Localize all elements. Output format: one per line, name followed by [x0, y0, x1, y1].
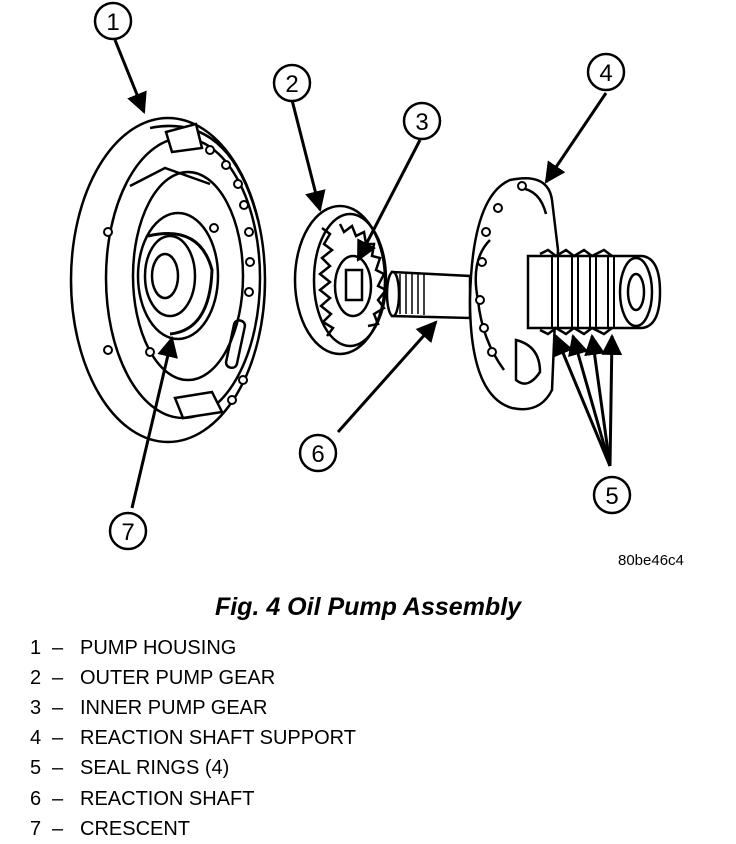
reaction-shaft-support [468, 177, 662, 411]
legend-number: 5 [30, 757, 42, 780]
legend-number: 4 [30, 727, 42, 750]
legend-item: 5–SEAL RINGS (4) [30, 754, 356, 784]
legend-number: 1 [30, 636, 42, 659]
svg-text:2: 2 [285, 71, 298, 98]
legend-label: CRESCENT [80, 817, 191, 840]
legend-label: PUMP HOUSING [80, 636, 237, 659]
legend-separator: – [52, 757, 64, 780]
svg-text:7: 7 [121, 519, 134, 546]
legend-separator: – [52, 636, 64, 659]
callout-1: 1 [93, 1, 133, 41]
legend-label: SEAL RINGS (4) [80, 757, 230, 780]
svg-text:3: 3 [415, 109, 428, 136]
callout-6: 6 [298, 433, 338, 473]
callout-2: 2 [272, 63, 312, 103]
callout-4: 4 [586, 52, 626, 92]
legend-item: 7–CRESCENT [30, 814, 356, 844]
oil-pump-exploded-diagram: 1 2 3 4 5 6 7 [69, 1, 662, 551]
legend-number: 3 [30, 696, 42, 719]
legend-number: 6 [30, 787, 42, 810]
legend-separator: – [52, 787, 64, 810]
legend-separator: – [52, 727, 64, 750]
legend-item: 6–REACTION SHAFT [30, 784, 356, 814]
legend-number: 7 [30, 817, 42, 840]
svg-text:4: 4 [599, 60, 612, 87]
svg-text:1: 1 [106, 9, 119, 36]
leader-lines [113, 39, 623, 509]
legend-item: 4–REACTION SHAFT SUPPORT [30, 724, 356, 754]
callout-7: 7 [108, 511, 148, 551]
legend-list: 1–PUMP HOUSING 2–OUTER PUMP GEAR 3–INNER… [30, 633, 356, 844]
legend-item: 3–INNER PUMP GEAR [30, 693, 356, 723]
figure-code: 80be46c4 [618, 552, 684, 569]
pump-housing [69, 116, 267, 444]
legend-separator: – [52, 666, 64, 689]
svg-text:6: 6 [311, 441, 324, 468]
legend-item: 2–OUTER PUMP GEAR [30, 663, 356, 693]
legend-label: REACTION SHAFT SUPPORT [80, 727, 356, 750]
figure-caption: Fig. 4 Oil Pump Assembly [214, 593, 522, 621]
legend-number: 2 [30, 666, 42, 689]
legend-item: 1–PUMP HOUSING [30, 633, 356, 663]
legend-label: INNER PUMP GEAR [80, 696, 268, 719]
svg-text:5: 5 [605, 483, 618, 510]
legend-separator: – [52, 817, 64, 840]
legend-separator: – [52, 696, 64, 719]
callout-3: 3 [402, 101, 442, 141]
legend-label: REACTION SHAFT [80, 787, 255, 810]
legend-label: OUTER PUMP GEAR [80, 666, 276, 689]
inner-pump-gear [333, 254, 373, 318]
callout-5: 5 [592, 475, 632, 515]
reaction-shaft [385, 270, 472, 320]
